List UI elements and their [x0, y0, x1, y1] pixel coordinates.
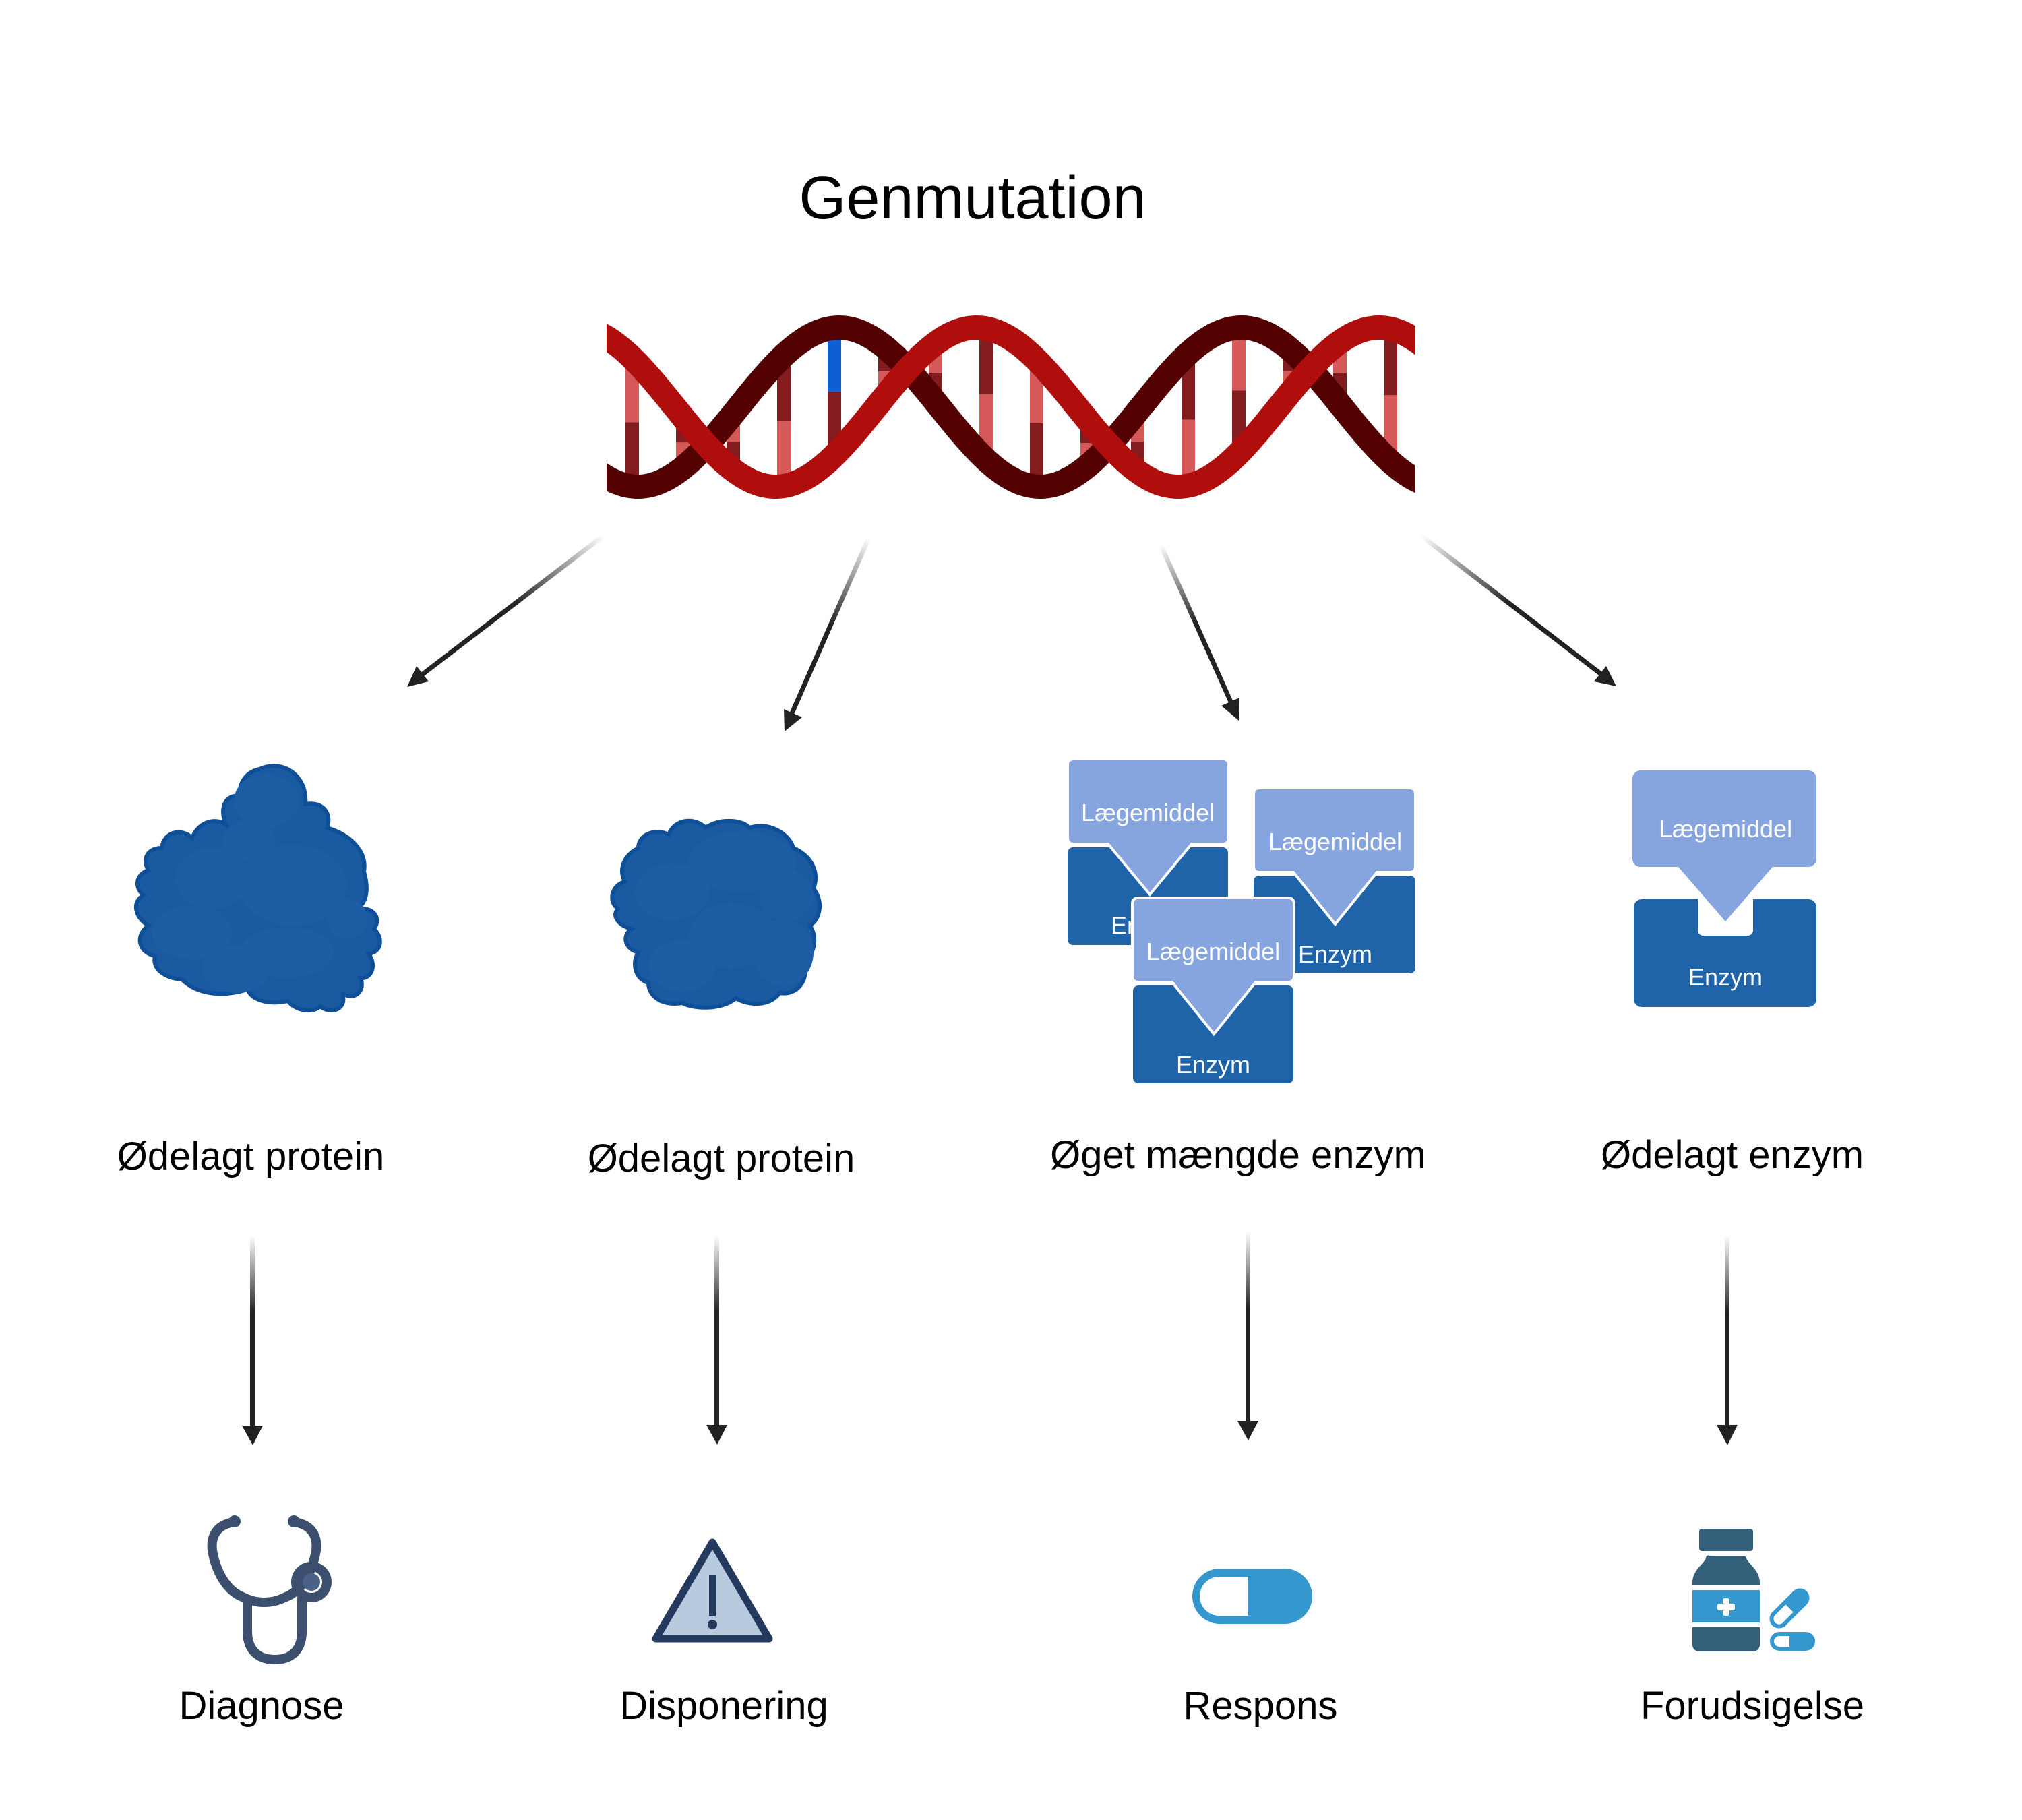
- effect-label-column-3: Øget mængde enzym: [1050, 1133, 1426, 1177]
- dna-helix-icon: [607, 315, 1415, 499]
- outcome-label-forudsigelse: Forudsigelse: [1641, 1684, 1864, 1728]
- dna-base: [1030, 423, 1043, 487]
- enzyme-box: [1634, 899, 1816, 1007]
- drug-box: [1066, 758, 1230, 897]
- broken-enzyme-icon: Lægemiddel Enzym: [1632, 770, 1816, 1007]
- effect-label-column-2: Ødelagt protein: [588, 1136, 855, 1180]
- drug-box: [1131, 897, 1295, 1037]
- arrow-to-outcome-4: [1717, 1236, 1738, 1445]
- dna-strand-red: [607, 315, 1415, 499]
- drug-label: Lægemiddel: [1268, 828, 1402, 855]
- dna-base: [1384, 328, 1397, 396]
- arrow-to-column-2: [784, 537, 871, 731]
- broken-protein-icon: [610, 818, 822, 1010]
- arrow-to-column-3: [1158, 543, 1239, 721]
- capsule-icon: [1192, 1569, 1312, 1624]
- drug-enzyme-pair: Lægemiddel Enzym: [1131, 897, 1295, 1083]
- arrow-to-outcome-3: [1237, 1232, 1258, 1440]
- dna-base: [625, 422, 639, 487]
- dna-strands: [607, 315, 1415, 499]
- stethoscope-icon: [207, 1515, 332, 1665]
- diagram-title: Genmutation: [799, 164, 1146, 232]
- dna-strand-dark: [607, 315, 1415, 499]
- mutated-base: [828, 328, 841, 392]
- enzyme-label: Enzym: [1298, 940, 1372, 968]
- arrow-to-outcome-2: [706, 1236, 727, 1445]
- dna-base: [777, 421, 791, 486]
- arrow-to-column-1: [407, 534, 605, 687]
- drug-box: [1632, 770, 1816, 921]
- outcome-label-disponering: Disponering: [619, 1684, 828, 1728]
- warning-icon: [652, 1538, 773, 1643]
- broken-protein-icon: [133, 764, 382, 1013]
- outcome-label-respons: Respons: [1184, 1684, 1338, 1728]
- enzyme-drug-group-icon: Lægemiddel Enzym Lægemiddel Enzym Lægemi…: [1066, 758, 1417, 1083]
- effect-label-column-4: Ødelagt enzym: [1601, 1133, 1864, 1177]
- enzyme-label: Enzym: [1688, 963, 1763, 991]
- drug-label: Lægemiddel: [1659, 815, 1792, 843]
- arrow-to-column-4: [1419, 534, 1616, 686]
- dna-base: [1232, 328, 1246, 391]
- arrow-to-outcome-1: [242, 1236, 263, 1445]
- pill-bottle-icon: [1692, 1529, 1815, 1651]
- dna-base: [979, 328, 993, 394]
- dna-base: [1182, 419, 1195, 486]
- effect-label-column-1: Ødelagt protein: [117, 1134, 385, 1178]
- enzyme-label: Enzym: [1176, 1051, 1250, 1079]
- drug-box: [1252, 787, 1417, 927]
- outcome-label-diagnose: Diagnose: [179, 1684, 344, 1728]
- drug-label: Lægemiddel: [1081, 799, 1215, 826]
- drug-label: Lægemiddel: [1146, 938, 1280, 965]
